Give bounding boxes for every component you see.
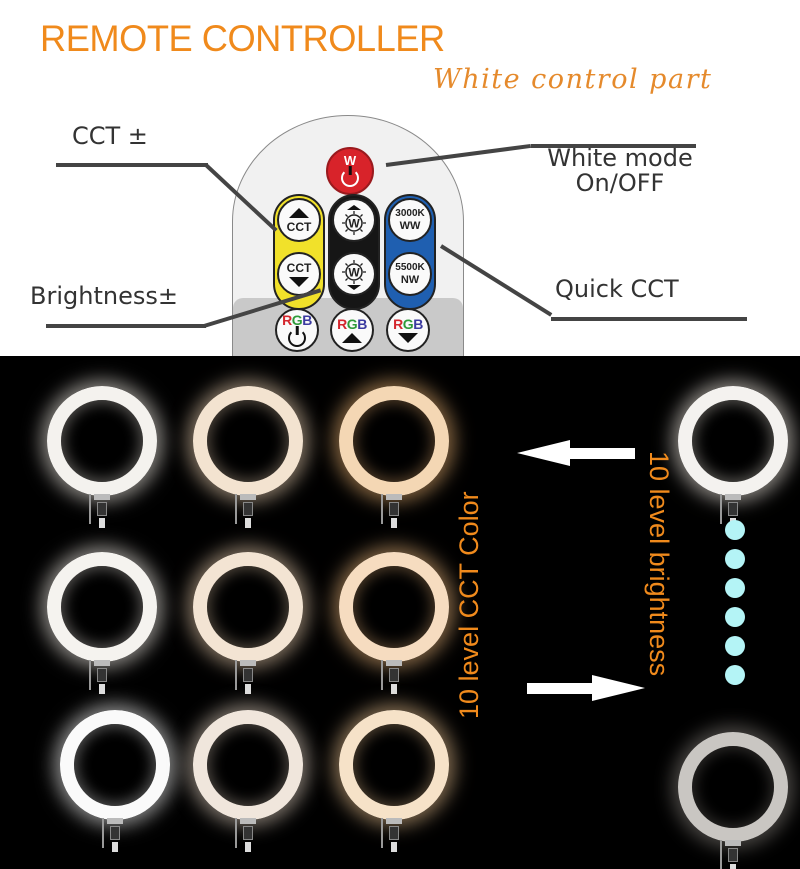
preset-5500k-temp: 5500K [395,262,425,273]
ring-light-stand [381,660,402,694]
rgb-down-button[interactable]: RGB [386,308,430,352]
brightness-dot [725,665,745,685]
cct-down-label: CCT [286,260,312,275]
rgb-up-button[interactable]: RGB [330,308,374,352]
brightness-dot [725,607,745,627]
ring-light-stand [235,660,256,694]
brightness-ring-light [678,732,788,842]
sun-icon: W [342,259,366,284]
callout-white-mode: White mode On/OFF [530,144,710,198]
ring-light-stand [235,494,256,528]
leader-line-white-mode [531,144,696,148]
remote-controller-section: REMOTE CONTROLLER White control part CCT… [0,0,800,356]
brightness-dot [725,578,745,598]
callout-quick-cct: Quick CCT [555,275,679,303]
leader-line-quick-cct [551,317,747,321]
ring-light-stand [102,818,123,852]
brightness-dot [725,636,745,656]
power-icon [288,329,306,347]
cct-ring-light [47,386,157,496]
leader-line-brightness [46,324,206,328]
arrow-left-icon [517,440,635,466]
callout-brightness: Brightness± [30,282,178,310]
preset-5500k-button[interactable]: 5500K NW [388,252,432,296]
arrow-right-icon [527,675,645,701]
sun-icon: W [342,210,366,235]
brightness-ring-light [678,386,788,496]
cct-ring-light [193,710,303,820]
remote-controller: W CCT CCT W [232,115,464,356]
cct-ring-light [193,552,303,662]
ring-light-stand [381,494,402,528]
light-demo-section: 10 level CCT Color 10 level brightness [0,356,800,869]
ring-light-stand [235,818,256,852]
brightness-down-button[interactable]: W [332,252,376,296]
preset-3000k-button[interactable]: 3000K WW [388,198,432,242]
brightness-down-label: W [348,265,360,279]
preset-3000k-label: WW [399,220,421,232]
page-title: REMOTE CONTROLLER [40,18,445,59]
ring-light-stand [89,660,110,694]
cct-ring-light [339,552,449,662]
brightness-dot [725,520,745,540]
cct-ring-light [60,710,170,820]
brightness-dot [725,549,745,569]
cct-level-label: 10 level CCT Color [454,491,484,719]
cct-up-label: CCT [286,219,312,234]
cct-ring-light [193,386,303,496]
cct-up-button[interactable]: CCT [277,198,321,242]
leader-line-cct [56,163,208,167]
page-subtitle: White control part [433,64,713,95]
callout-cct: CCT ± [72,122,148,150]
preset-5500k-label: NW [400,274,420,286]
power-icon [341,169,359,187]
brightness-up-button[interactable]: W [332,198,376,242]
cct-ring-light [47,552,157,662]
triangle-down-icon [347,284,361,290]
brightness-level-label: 10 level brightness [644,451,674,677]
callout-white-mode-line2: On/OFF [575,169,665,198]
preset-3000k-temp: 3000K [395,208,425,219]
rgb-power-label: RGB [282,312,312,328]
triangle-down-icon [398,333,418,343]
rgb-power-button[interactable]: RGB [275,308,319,352]
ring-light-stand [381,818,402,852]
white-mode-power-button[interactable]: W [326,147,374,195]
triangle-up-icon [342,333,362,343]
triangle-down-icon [289,276,309,287]
triangle-up-icon [347,204,361,210]
brightness-up-label: W [348,216,360,230]
rgb-up-label: RGB [337,316,367,332]
ring-light-stand [89,494,110,528]
cct-ring-light [339,710,449,820]
cct-ring-light [339,386,449,496]
triangle-up-icon [289,207,309,218]
white-mode-label: W [343,153,357,168]
rgb-down-label: RGB [393,316,423,332]
ring-light-stand [720,840,741,869]
callout-white-mode-line1: White mode [547,144,693,172]
